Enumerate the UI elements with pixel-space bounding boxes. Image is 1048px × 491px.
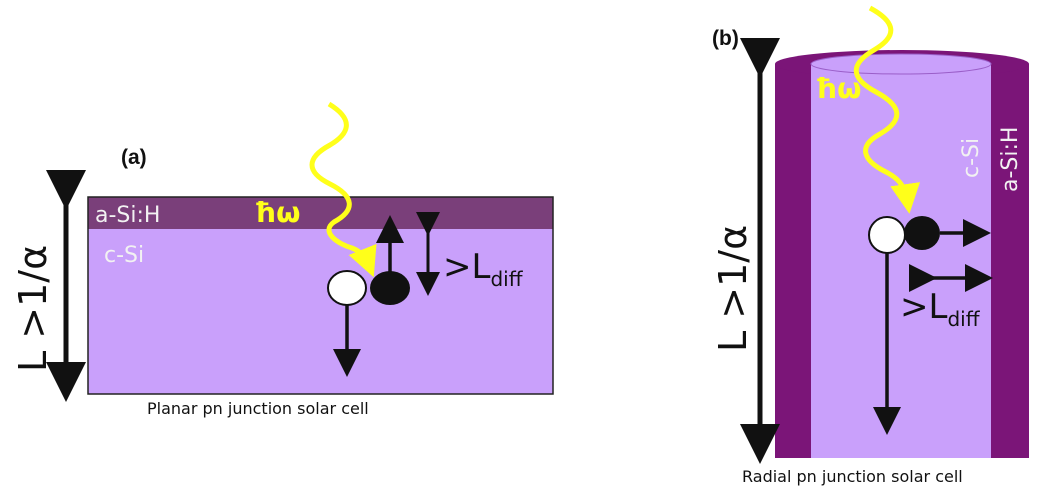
planar-a-si-h-label: a-Si:H: [95, 203, 160, 228]
planar-photon-label: ħω: [254, 196, 300, 229]
planar-c-si-label: c-Si: [104, 243, 144, 268]
planar-caption: Planar pn junction solar cell: [147, 399, 369, 418]
radial-diffusion-label: >Ldiff: [900, 287, 981, 331]
panel-a-label: (a): [121, 146, 147, 169]
radial-hole: [868, 216, 906, 254]
radial-electron: [904, 216, 940, 250]
panel-b: (b) c-Si a-Si:H ħω >Ldiff L >1/α Radial …: [711, 5, 1029, 486]
planar-electron: [370, 271, 410, 305]
planar-a-si-h-layer: [88, 197, 553, 229]
radial-core: [811, 64, 991, 458]
planar-cell-outline: [87, 196, 554, 395]
panel-b-label: (b): [712, 27, 739, 50]
planar-diffusion-label: >Ldiff: [443, 247, 524, 291]
planar-c-si-bulk: [88, 227, 553, 394]
planar-absorption-label: L >1/α: [11, 245, 55, 372]
planar-photon-wave: [309, 101, 377, 278]
radial-c-si-label: c-Si: [959, 138, 984, 178]
radial-core-top-rim: [810, 53, 992, 75]
radial-caption: Radial pn junction solar cell: [742, 467, 963, 486]
radial-photon-wave: [853, 5, 921, 214]
planar-hole: [327, 270, 367, 306]
radial-photon-label: ħω: [815, 72, 861, 105]
radial-a-si-h-label: a-Si:H: [998, 127, 1023, 192]
radial-absorption-label: L >1/α: [711, 225, 755, 352]
panel-a: (a) a-Si:H c-Si ħω >Ldiff L >1/α Planar …: [11, 101, 554, 418]
